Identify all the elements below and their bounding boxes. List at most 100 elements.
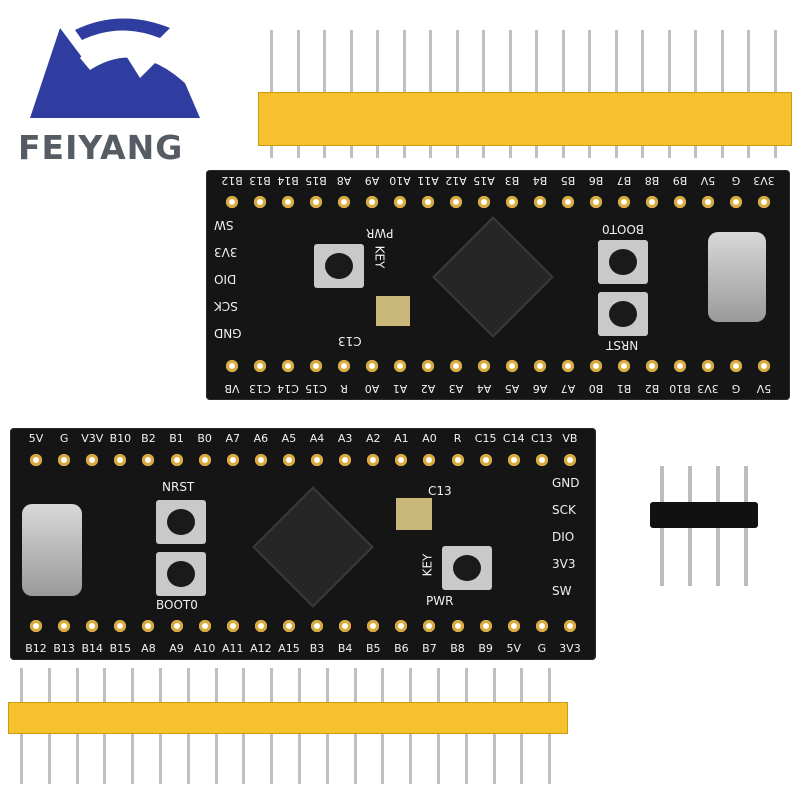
pin-label: A5: [281, 432, 297, 445]
pin-pad: [450, 360, 462, 372]
pin-header-4: [650, 462, 760, 592]
pin-label: B13: [53, 642, 75, 655]
crystal: [376, 296, 410, 326]
side-label: SW: [552, 584, 572, 598]
pin-label: 3V3: [753, 174, 775, 187]
pin-label: A10: [193, 642, 216, 655]
pin-label: A9: [169, 642, 184, 655]
pin-label: B4: [532, 174, 548, 187]
pin-label: A12: [250, 642, 272, 655]
pin-label: A2: [365, 432, 381, 445]
pin-label: A6: [253, 432, 269, 445]
pin-label: B0: [197, 432, 212, 445]
usb-c-port: [22, 504, 82, 596]
pin-pad: [282, 196, 294, 208]
pin-label: B7: [422, 642, 437, 655]
pin-pad: [590, 196, 602, 208]
pin-label: B14: [81, 642, 104, 655]
pin-pad: [311, 454, 324, 466]
pin-label: 5V: [700, 174, 716, 187]
pin-pad: [702, 360, 714, 372]
pin-pad: [507, 620, 520, 632]
pin-header-top: [258, 30, 798, 170]
pin-label: A11: [417, 174, 439, 187]
pin-label: B7: [616, 174, 632, 187]
pin-label: VB: [224, 382, 240, 395]
nrst-label: NRST: [606, 338, 639, 352]
pin-label: C14: [502, 432, 525, 445]
pin-pad: [535, 454, 548, 466]
pin-pad: [254, 620, 267, 632]
pin-pad: [142, 620, 155, 632]
pin-pad: [254, 196, 266, 208]
pin-label: B5: [365, 642, 381, 655]
pin-label: A11: [221, 642, 244, 655]
pin-label: A0: [364, 382, 380, 395]
pin-pad: [366, 196, 378, 208]
pin-pad: [310, 360, 322, 372]
pin-pad: [646, 360, 658, 372]
pin-pad: [506, 360, 518, 372]
pin-pad: [618, 360, 630, 372]
pin-pad: [646, 196, 658, 208]
pin-pad: [282, 360, 294, 372]
pin-label: A5: [504, 382, 520, 395]
pin-pad: [86, 620, 99, 632]
pin-label: C13: [531, 432, 553, 445]
pin-pad: [142, 454, 155, 466]
pin-label: B6: [394, 642, 409, 655]
pin-label: 3V3: [697, 382, 719, 395]
pin-label: B3: [504, 174, 520, 187]
pin-pad: [730, 360, 742, 372]
pin-label: B15: [109, 642, 132, 655]
pin-pad: [730, 196, 742, 208]
pin-pad: [506, 196, 518, 208]
key-label: KEY: [420, 553, 435, 577]
pin-label: B2: [644, 382, 660, 395]
nrst-label: NRST: [162, 480, 195, 494]
pin-label: A12: [445, 174, 467, 187]
pin-pad: [311, 620, 324, 632]
pin-pad: [367, 454, 380, 466]
pin-label: C15: [305, 382, 327, 395]
pin-label: B15: [305, 174, 327, 187]
pin-label: G: [59, 432, 69, 445]
pin-label: R: [340, 382, 348, 395]
usb-c-port: [708, 232, 766, 322]
key-label: KEY: [372, 245, 387, 269]
pin-label: B13: [249, 174, 271, 187]
pin-pad: [674, 196, 686, 208]
pin-pad: [562, 360, 574, 372]
pin-pad: [86, 454, 99, 466]
pin-pad: [674, 360, 686, 372]
pin-label: A3: [448, 382, 464, 395]
pin-label: A9: [364, 174, 380, 187]
pin-pad: [170, 620, 183, 632]
pin-label: B10: [109, 432, 132, 445]
pin-pad: [563, 620, 576, 632]
pin-pad: [479, 454, 492, 466]
pin-label: B12: [25, 642, 47, 655]
pin-pad: [338, 196, 350, 208]
pin-pad: [395, 620, 408, 632]
side-label: DIO: [214, 272, 237, 286]
pin-label: B12: [221, 174, 243, 187]
pin-label: A2: [420, 382, 436, 395]
pin-pad: [226, 454, 239, 466]
header-spacer: [650, 502, 758, 528]
side-label: GND: [214, 326, 242, 340]
pin-pad: [339, 454, 352, 466]
pin-pad: [338, 360, 350, 372]
pin-label: B14: [277, 174, 299, 187]
pin-pad: [758, 196, 770, 208]
pin-label: C14: [277, 382, 299, 395]
pin-label: B1: [616, 382, 632, 395]
key-button: [442, 546, 492, 590]
pin-pad: [254, 454, 267, 466]
pin-label: B9: [478, 642, 493, 655]
pin-pad: [758, 360, 770, 372]
pin-header-bottom: [8, 668, 568, 788]
header-spacer: [8, 702, 568, 734]
pin-pad: [198, 454, 211, 466]
